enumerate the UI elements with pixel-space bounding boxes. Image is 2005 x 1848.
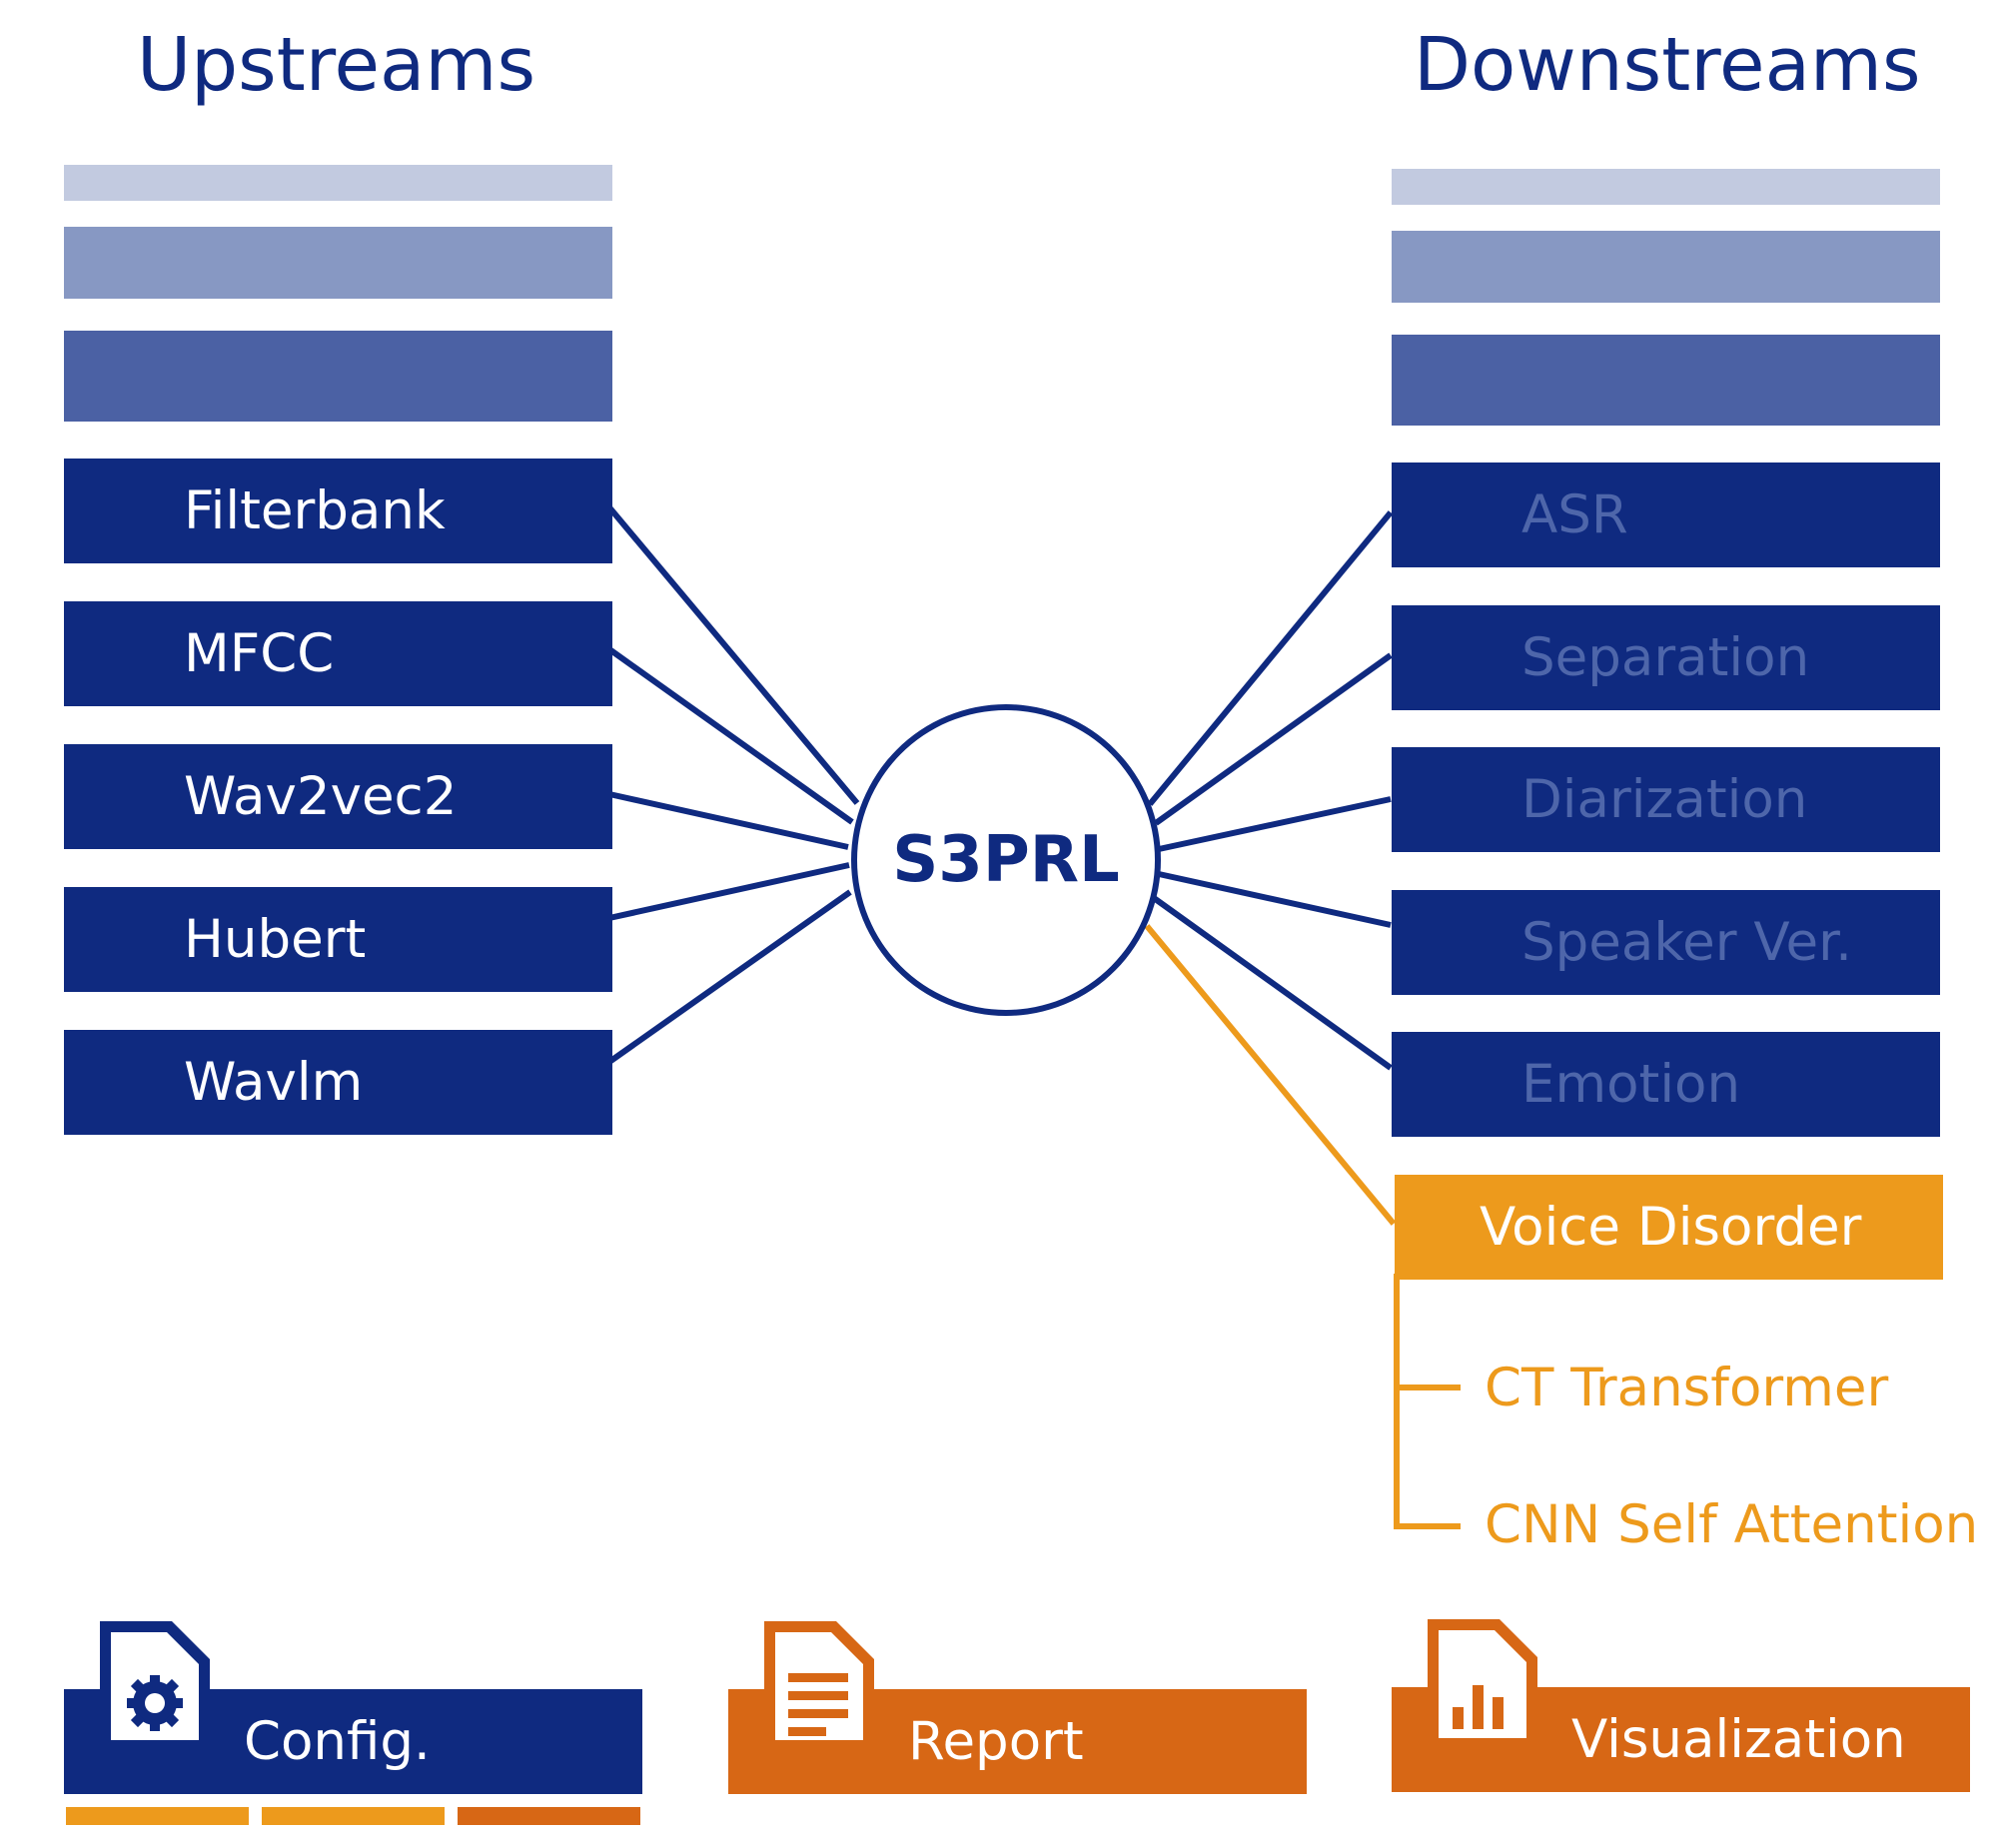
connector-diarization [1158,796,1392,852]
upstream-hubert: Hubert [64,887,612,992]
hub-label: S3PRL [892,823,1120,897]
config-document-icon [100,1621,210,1751]
connector-wavlm [607,889,852,1065]
downstreams-heading: Downstreams [1414,22,1921,108]
downstream-stack-bar-1 [1392,169,1940,205]
visualization-label: Visualization [1571,1709,1906,1770]
report-label: Report [908,1711,1084,1772]
connector-separation [1154,652,1393,826]
tree-branch-cnn-self-attention [1394,1387,1461,1529]
downstream-emotion: Emotion [1392,1032,1940,1137]
downstream-label: ASR [1521,484,1628,545]
downstream-label: Separation [1521,627,1810,688]
connector-asr [1147,510,1394,806]
upstream-mfcc: MFCC [64,601,612,706]
config-stripe-2 [262,1807,445,1825]
upstream-filterbank: Filterbank [64,459,612,563]
connector-speaker-ver [1158,871,1392,928]
upstream-stack-bar-3 [64,331,612,422]
upstream-label: Wavlm [184,1052,364,1113]
voice-disorder-box: Voice Disorder [1395,1175,1943,1280]
upstream-label: MFCC [184,623,335,684]
downstream-label: Speaker Ver. [1521,912,1852,973]
downstream-asr: ASR [1392,462,1940,567]
chart-document-icon [1428,1619,1537,1749]
downstream-diarization: Diarization [1392,747,1940,852]
downstream-stack-bar-3 [1392,335,1940,426]
upstream-wavlm: Wavlm [64,1030,612,1135]
model-cnn-self-attention: CNN Self Attention [1485,1494,1979,1555]
connector-emotion [1152,895,1393,1071]
downstream-label: Emotion [1521,1054,1741,1115]
config-stripe-1 [66,1807,249,1825]
upstreams-heading: Upstreams [137,22,536,108]
s3prl-hub: S3PRL [851,704,1161,1016]
connector-wav2vec2 [608,791,849,850]
connector-filterbank [606,505,860,805]
upstream-stack-bar-2 [64,227,612,299]
upstream-label: Hubert [184,909,367,970]
tree-branch-ct-transformer [1394,1274,1461,1390]
downstream-stack-bar-2 [1392,231,1940,303]
connector-voice-disorder [1144,924,1397,1226]
upstream-wav2vec2: Wav2vec2 [64,744,612,849]
config-label: Config. [244,1711,431,1772]
connector-mfcc [607,646,854,825]
upstream-stack-bar-1 [64,165,612,201]
report-document-icon [764,1621,874,1751]
connector-hubert [608,862,850,921]
upstream-label: Filterbank [184,480,446,541]
model-ct-transformer: CT Transformer [1485,1358,1889,1418]
downstream-label: Diarization [1521,769,1808,830]
downstream-separation: Separation [1392,605,1940,710]
config-stripe-3 [458,1807,640,1825]
upstream-label: Wav2vec2 [184,766,458,827]
voice-disorder-label: Voice Disorder [1480,1197,1862,1258]
downstream-speaker-ver: Speaker Ver. [1392,890,1940,995]
